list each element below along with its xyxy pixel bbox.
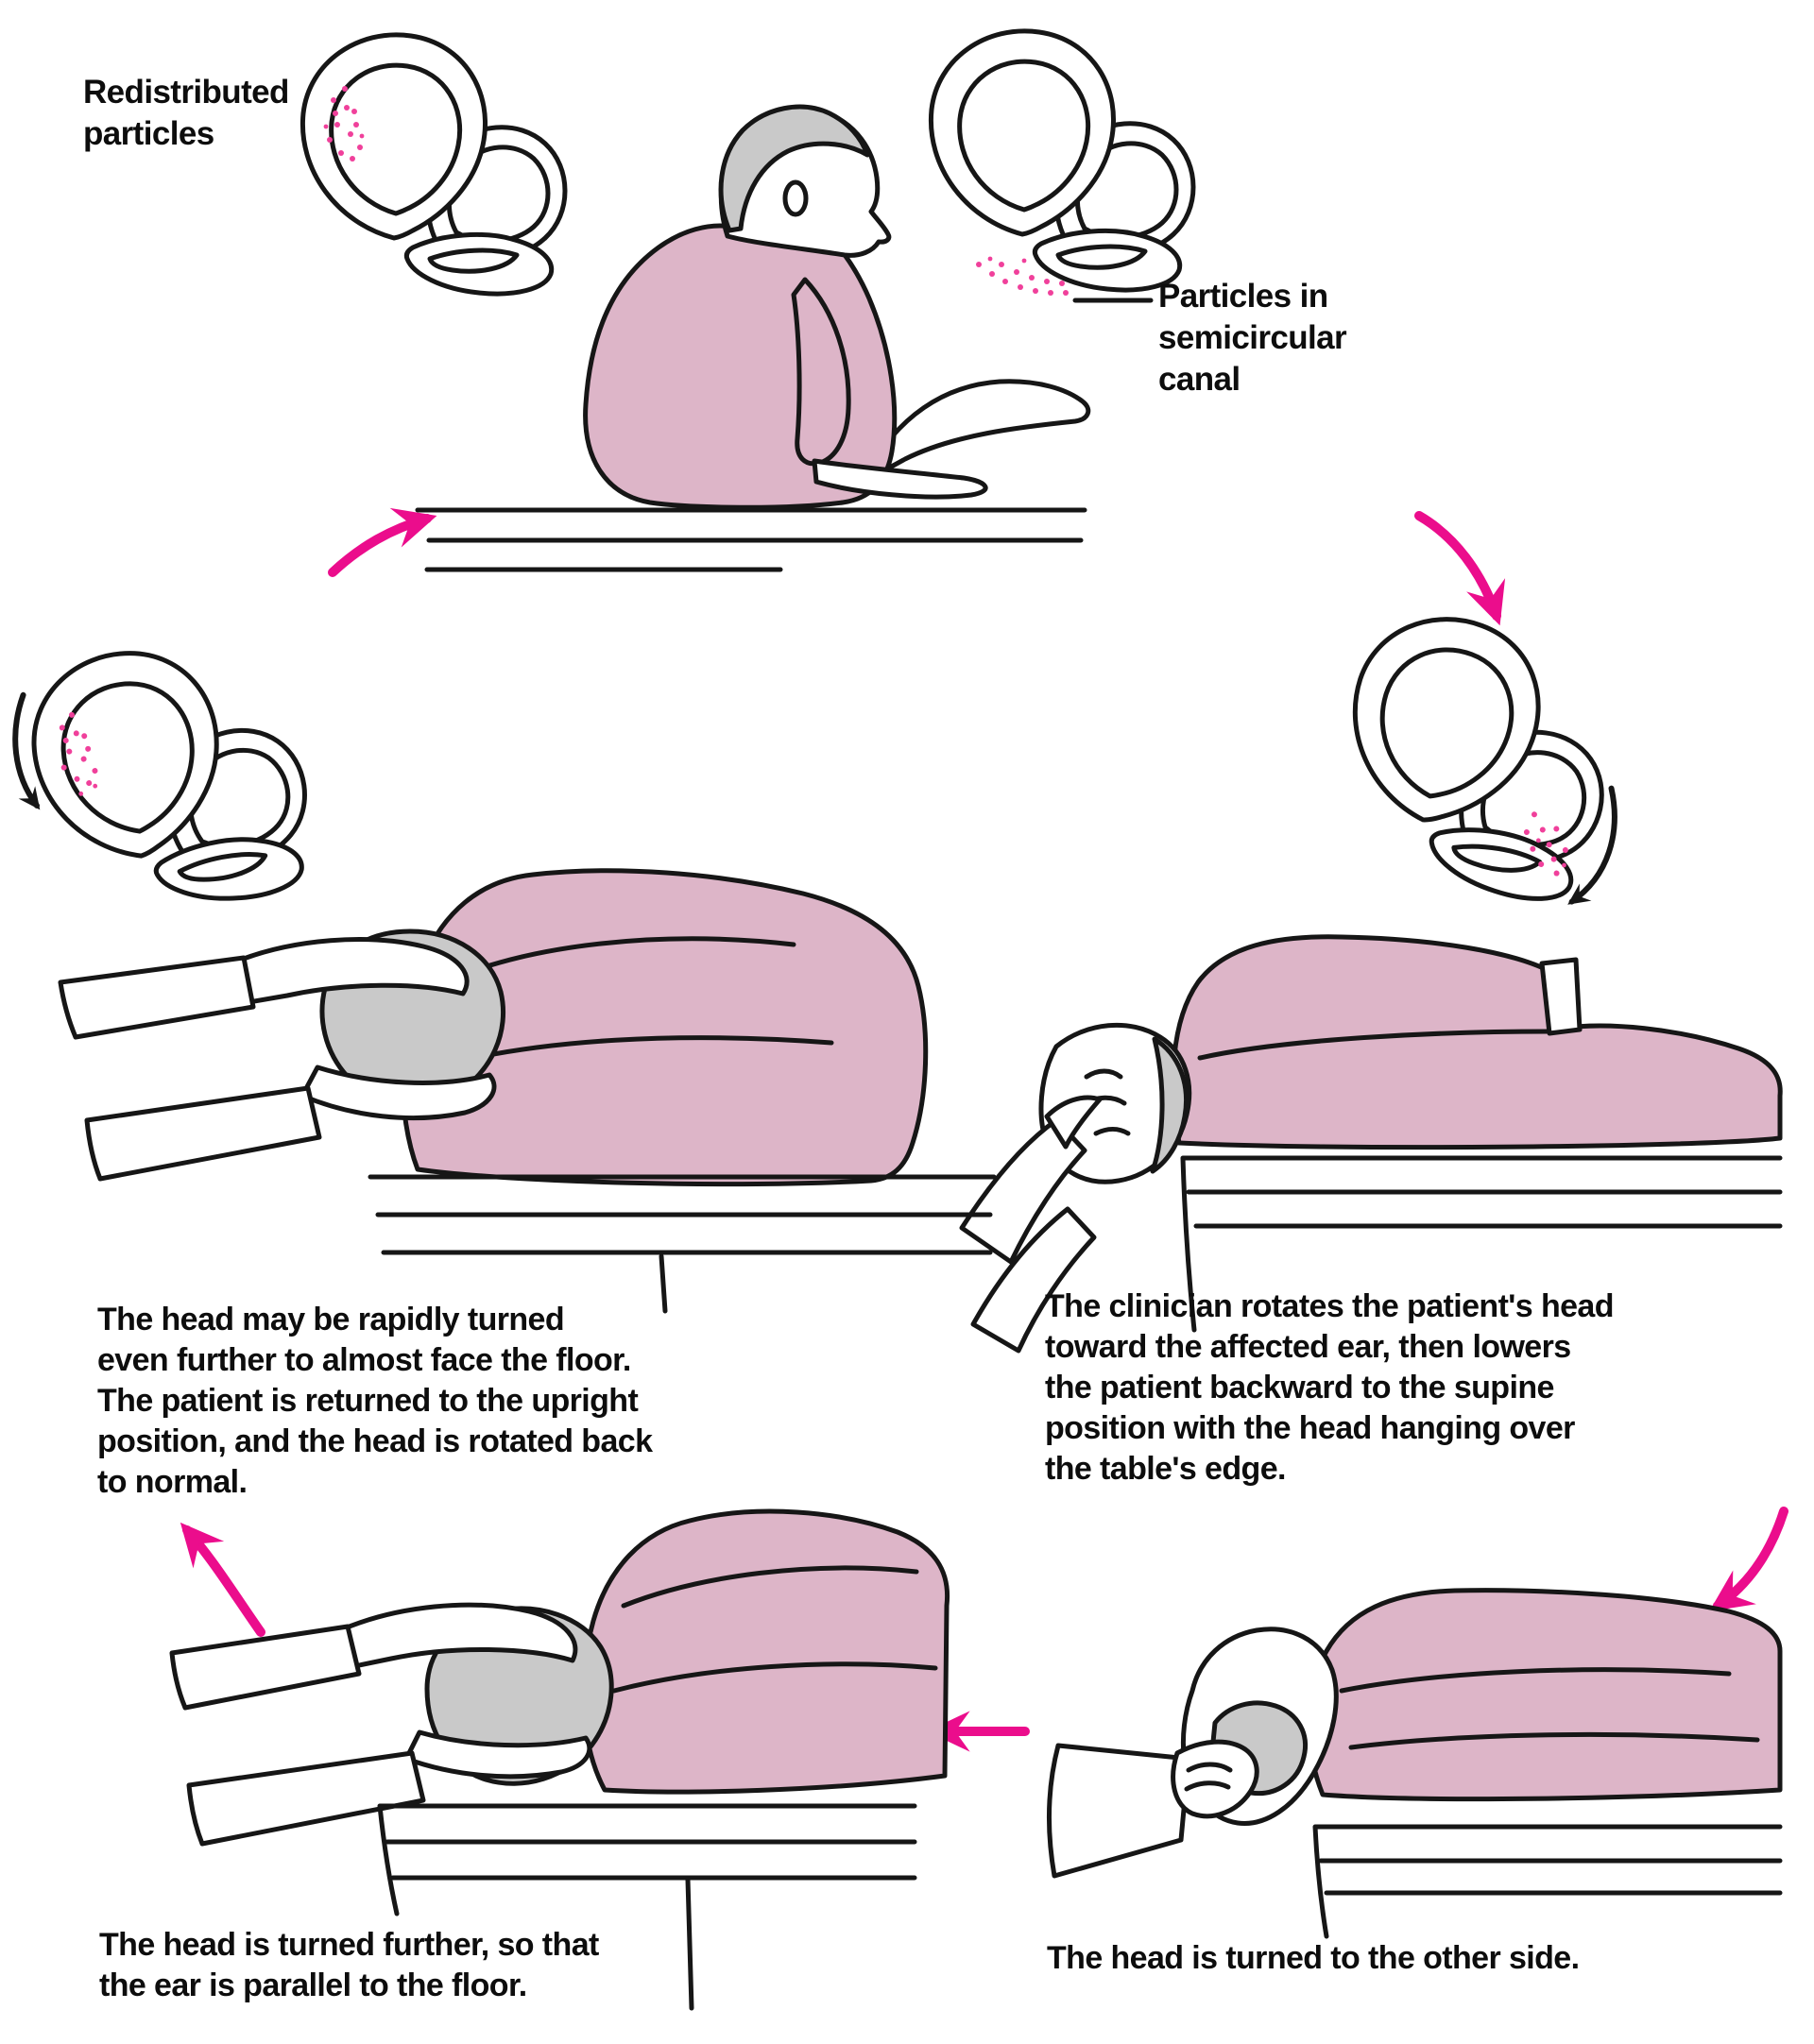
exam-table [1180, 1155, 1783, 1333]
clinician-hand [334, 1602, 578, 1673]
particle-dots [1523, 811, 1568, 877]
patient-cuff [1539, 957, 1583, 1036]
rotation-arrow [12, 691, 41, 810]
patient-ear [782, 179, 809, 217]
clinician-hand [230, 937, 470, 1008]
clinician-arm [970, 1206, 1097, 1354]
clinician-arm [169, 1624, 362, 1711]
inner-ear-rotating-left [12, 631, 318, 927]
inner-ear-rotating-right [1323, 602, 1651, 913]
cycle-arrow-down-left [1709, 1507, 1788, 1612]
caption-turn-further: The head is turned further, so that the … [99, 1927, 599, 2003]
clinician-hand [299, 1065, 497, 1121]
inner-ear-with-particles [931, 31, 1193, 303]
exam-table [1312, 1824, 1783, 1939]
patient-body [581, 1508, 950, 1795]
shirt-crease [611, 1565, 938, 1694]
caption-lower-supine: The clinician rotates the patient's head… [1045, 1288, 1615, 1487]
cycle-arrow-return-up [180, 1522, 265, 1637]
patient-hair [718, 104, 870, 233]
scene-patient-seated [415, 104, 1091, 572]
cycle-arrow-up-right [328, 507, 437, 577]
label-particles-in-canal: Particles in semicircular canal [1158, 278, 1347, 398]
patient-legs [862, 379, 1091, 480]
particle-dots [59, 711, 98, 796]
cycle-arrow-down-right [1414, 511, 1506, 626]
patient-body [1171, 934, 1783, 1150]
shirt-crease [1197, 1029, 1552, 1061]
clinician-arm [84, 1085, 322, 1182]
caption-return-upright: The head may be rapidly turned even furt… [97, 1302, 653, 1500]
caption-turn-other-side: The head is turned to the other side. [1047, 1940, 1580, 1976]
scene-patient-head-further [169, 1508, 950, 2011]
patient-hair [1150, 1036, 1189, 1174]
clinician-arm [1046, 1743, 1191, 1879]
finger-lines [1184, 1762, 1233, 1792]
particle-dots [976, 256, 1069, 296]
label-redistributed-particles: Redistributed particles [83, 74, 289, 152]
particle-dots [323, 86, 365, 162]
scene-patient-head-turned [1046, 1588, 1783, 1939]
clinician-hand [1044, 1095, 1103, 1150]
clinician-arm [58, 955, 256, 1040]
scene-patient-supine [959, 934, 1783, 1354]
scene-patient-facedown [58, 868, 997, 1314]
exam-table [368, 1174, 997, 1314]
patient-body [1306, 1588, 1783, 1802]
exam-table [415, 507, 1087, 572]
clinician-hand [1171, 1739, 1259, 1819]
exam-table [377, 1803, 917, 2011]
rotation-arrow [1567, 785, 1617, 905]
shirt-crease [1339, 1667, 1760, 1750]
clinician-hand [403, 1729, 592, 1780]
clinician-arm [186, 1750, 426, 1847]
inner-ear-redistributed [302, 35, 565, 294]
patient-hand [812, 458, 988, 500]
